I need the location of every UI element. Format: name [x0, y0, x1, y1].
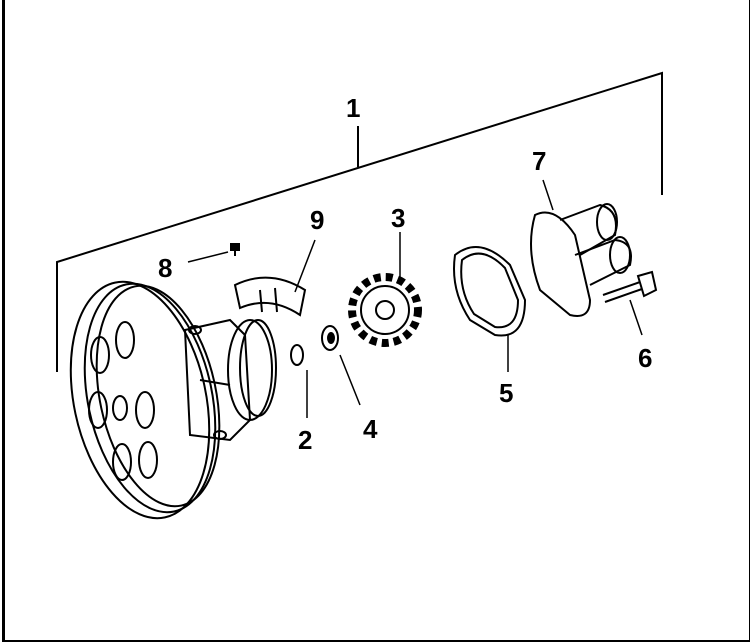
callout-5: 5 [499, 378, 514, 408]
impeller-3 [348, 232, 422, 347]
gasket-5 [453, 246, 527, 372]
pump-cover-7 [530, 179, 632, 317]
assembly-bracket [56, 71, 663, 372]
pulley [69, 280, 221, 520]
bolt-6 [602, 270, 658, 336]
callout-2: 2 [298, 425, 313, 455]
callout-7: 7 [532, 146, 547, 176]
o-ring-2 [290, 344, 308, 418]
callout-1: 1 [346, 93, 361, 123]
callout-9: 9 [310, 205, 325, 235]
screw-8 [187, 243, 240, 263]
cam-insert-9 [233, 239, 316, 317]
callout-3: 3 [391, 203, 406, 233]
callout-6: 6 [638, 343, 653, 373]
washer-4 [321, 325, 361, 406]
callout-8: 8 [158, 253, 173, 283]
pump-housing [183, 318, 277, 442]
callout-4: 4 [363, 414, 378, 444]
